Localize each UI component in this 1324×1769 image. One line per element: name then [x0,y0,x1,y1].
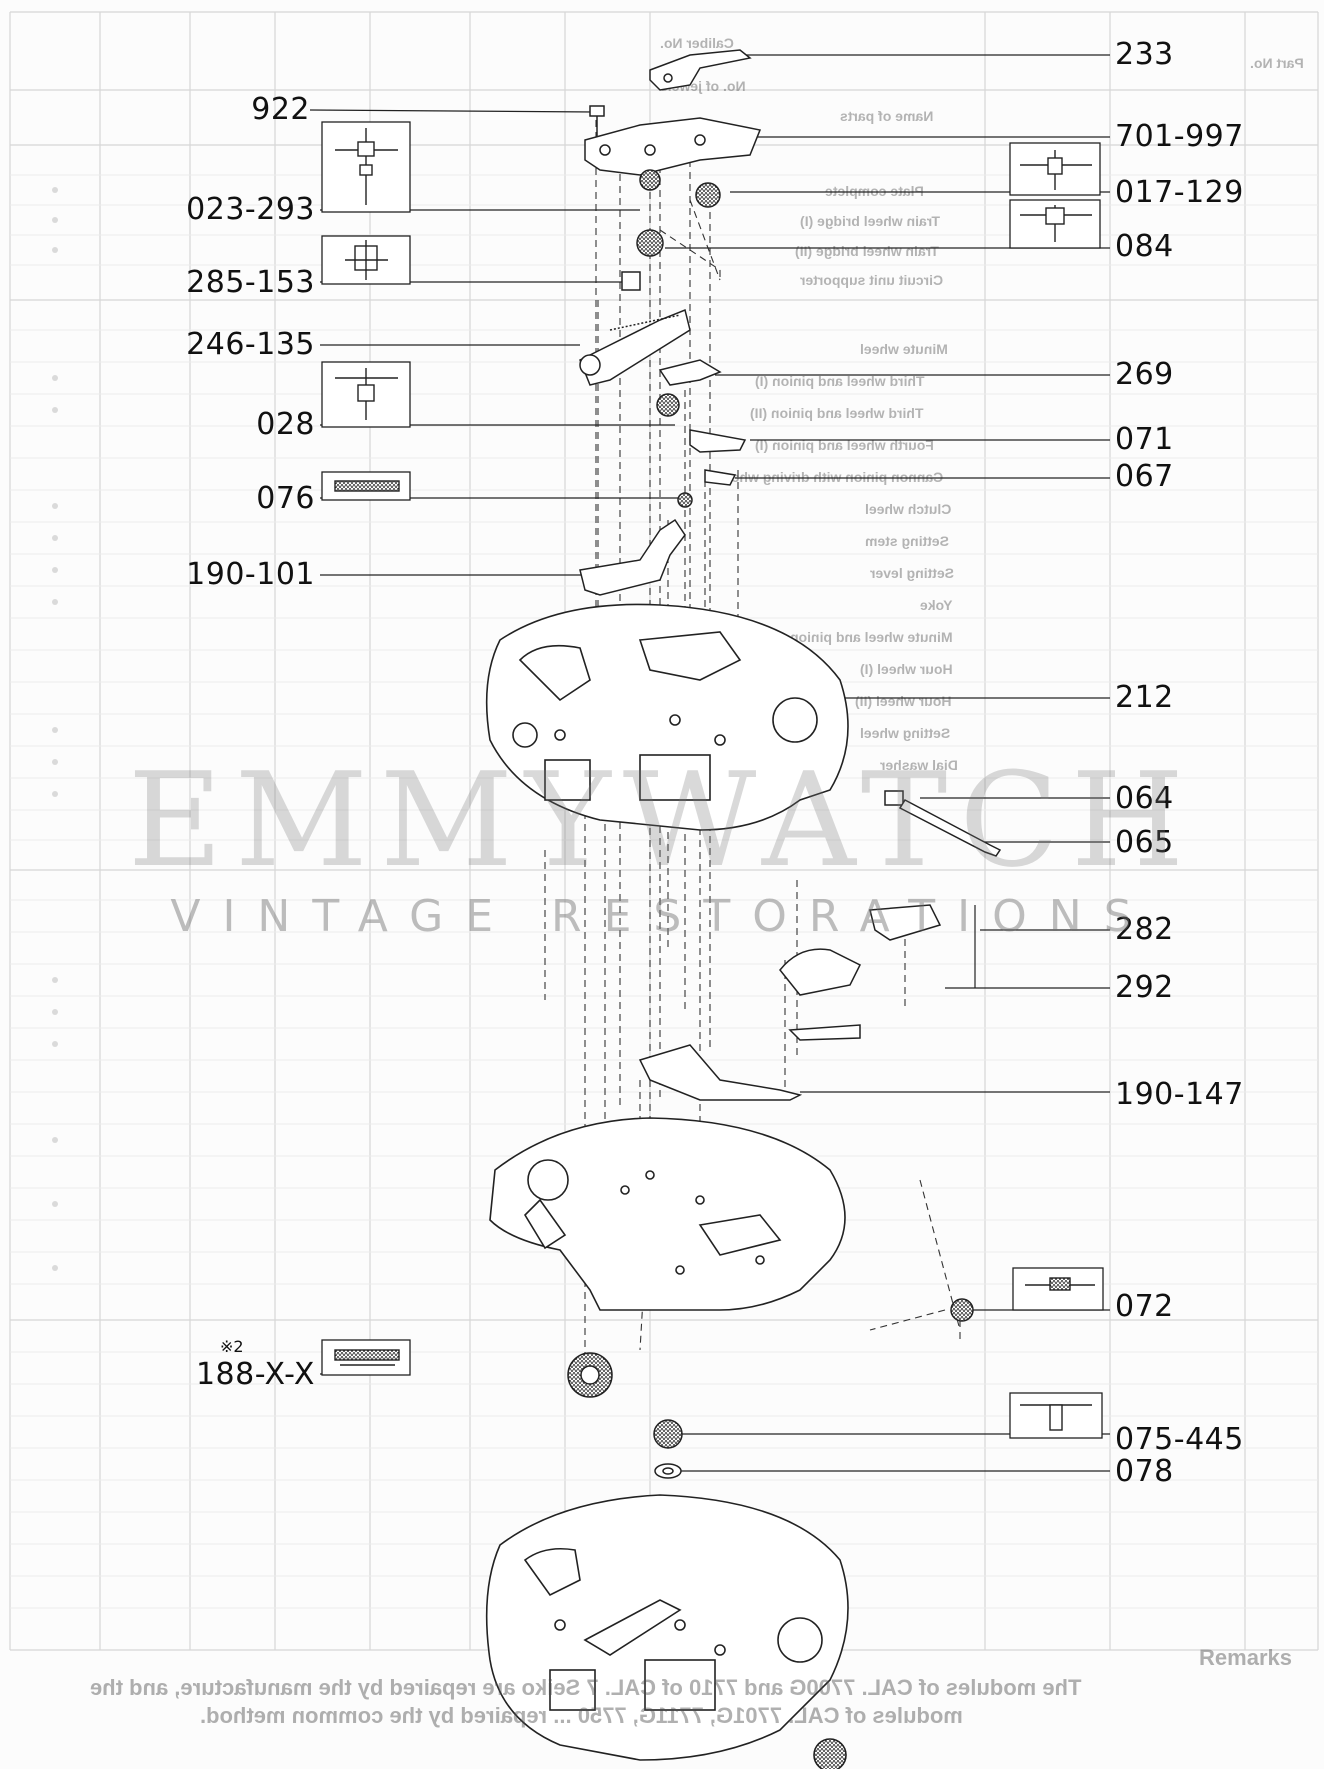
label-246-135: 246-135 [186,327,315,362]
label-212: 212 [1115,680,1174,715]
label-078: 078 [1115,1454,1174,1489]
label-233: 233 [1115,37,1174,72]
small-parts [579,49,762,596]
label-922: 922 [251,92,310,127]
part-282 [869,904,942,941]
part-292 [779,948,862,996]
label-064: 064 [1115,781,1174,816]
part-190-147 [638,1044,803,1101]
label-072: 072 [1115,1289,1174,1324]
setting-lever-190-101 [579,518,686,596]
wheel-028 [656,393,680,417]
coil-285-153 [621,271,641,291]
label-075-445: 075-445 [1115,1422,1244,1457]
label-084: 084 [1115,229,1174,264]
label-071: 071 [1115,422,1174,457]
wheel-072 [950,1298,974,1322]
lower-wheels [567,1298,974,1479]
part-067 [704,469,737,486]
label-282: 282 [1115,912,1174,947]
train-wheel-bridge-701-997 [584,117,762,176]
lower-plate [489,1117,846,1311]
part-269 [658,359,722,386]
label-269: 269 [1115,357,1174,392]
remarks-line-2: modules of CAL. 7701G, 7711G, 7750 ... r… [200,1703,963,1728]
setting-stem-065 [898,799,1002,857]
part-233 [649,49,752,91]
part-064 [884,790,904,806]
wheel-023-293 [639,169,661,191]
label-188-xx: 188-X-X [195,1357,315,1392]
wheel-075-445 [653,1419,683,1449]
stem-parts [638,790,1002,1101]
label-017-129: 017-129 [1115,175,1244,210]
label-067: 067 [1115,459,1174,494]
screw-922 [589,105,605,117]
wheel-017-129 [695,182,721,208]
note-mark: ※2 [220,1337,244,1356]
remarks-title: Remarks [1199,1645,1292,1670]
label-285-153: 285-153 [186,265,315,300]
remarks-line-1: The modules of CAL. 7700G and 7710 of CA… [90,1675,1082,1700]
coil-246-135 [579,308,691,386]
wheel-084 [636,229,664,257]
label-028: 028 [256,407,315,442]
leader-lines [309,54,1110,1472]
assembled-movement [485,1494,849,1769]
label-701-997: 701-997 [1115,119,1244,154]
circuit-plate-212 [485,603,849,831]
part-071 [689,429,747,453]
label-292: 292 [1115,970,1174,1005]
label-190-101: 190-101 [186,557,315,592]
label-076: 076 [256,481,315,516]
label-065: 065 [1115,825,1174,860]
wheel-076 [677,492,693,508]
label-023-293: 023-293 [186,192,315,227]
label-190-147: 190-147 [1115,1077,1244,1112]
